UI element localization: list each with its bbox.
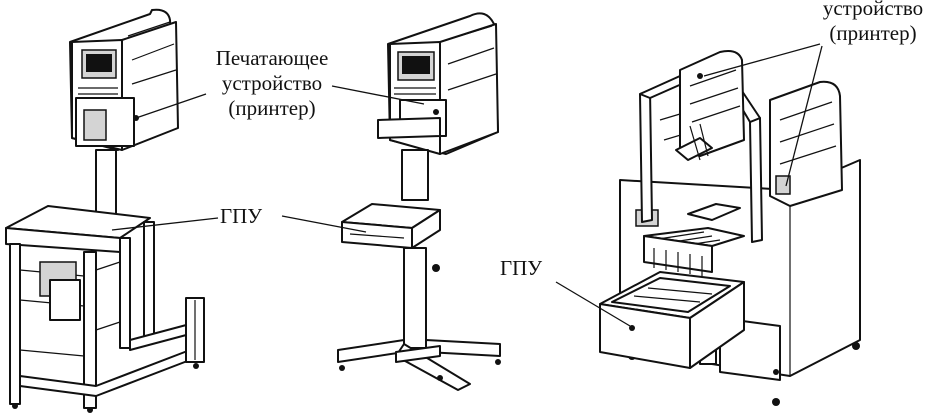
left-printer-unit xyxy=(69,8,179,151)
middle-printer-unit xyxy=(377,12,499,155)
label-gpu-right: ГПУ xyxy=(500,256,543,280)
leader-gpu-middle xyxy=(281,215,367,233)
leader-printer-right-2 xyxy=(785,45,823,187)
leader-printer-right-1 xyxy=(703,43,821,77)
label-printer-middle-line3: (принтер) xyxy=(228,96,316,120)
label-printer-right-line1: устройство xyxy=(822,0,924,20)
middle-upper-column xyxy=(401,149,429,201)
middle-applicator xyxy=(341,203,441,249)
leader-gpu-right xyxy=(555,281,631,327)
label-gpu-left: ГПУ xyxy=(220,204,263,228)
leader-printer-middle xyxy=(331,85,425,105)
middle-labeling-machine xyxy=(337,12,501,391)
right-gpu-tray xyxy=(599,271,745,369)
label-printer-middle-line2: устройство xyxy=(221,71,323,95)
leader-printer-left xyxy=(135,93,207,119)
leader-lines xyxy=(111,43,823,327)
right-printer-unit-1 xyxy=(679,50,745,157)
leader-gpu-left xyxy=(111,217,219,231)
label-printer-middle-line1: Печатающее xyxy=(215,46,329,70)
label-printer-middle: Печатающее устройство (принтер) xyxy=(202,46,342,121)
middle-lower-column xyxy=(403,247,427,349)
left-column xyxy=(95,149,117,221)
right-printer-unit-2 xyxy=(769,80,843,207)
right-applicator-head xyxy=(643,123,745,276)
label-printer-right-line2: (принтер) xyxy=(829,21,917,45)
left-labeling-machine xyxy=(5,8,205,413)
middle-base xyxy=(337,339,501,391)
right-labeling-machine xyxy=(599,50,861,406)
left-applicator-frame xyxy=(5,205,205,413)
label-printer-right: устройство (принтер) xyxy=(808,0,935,46)
